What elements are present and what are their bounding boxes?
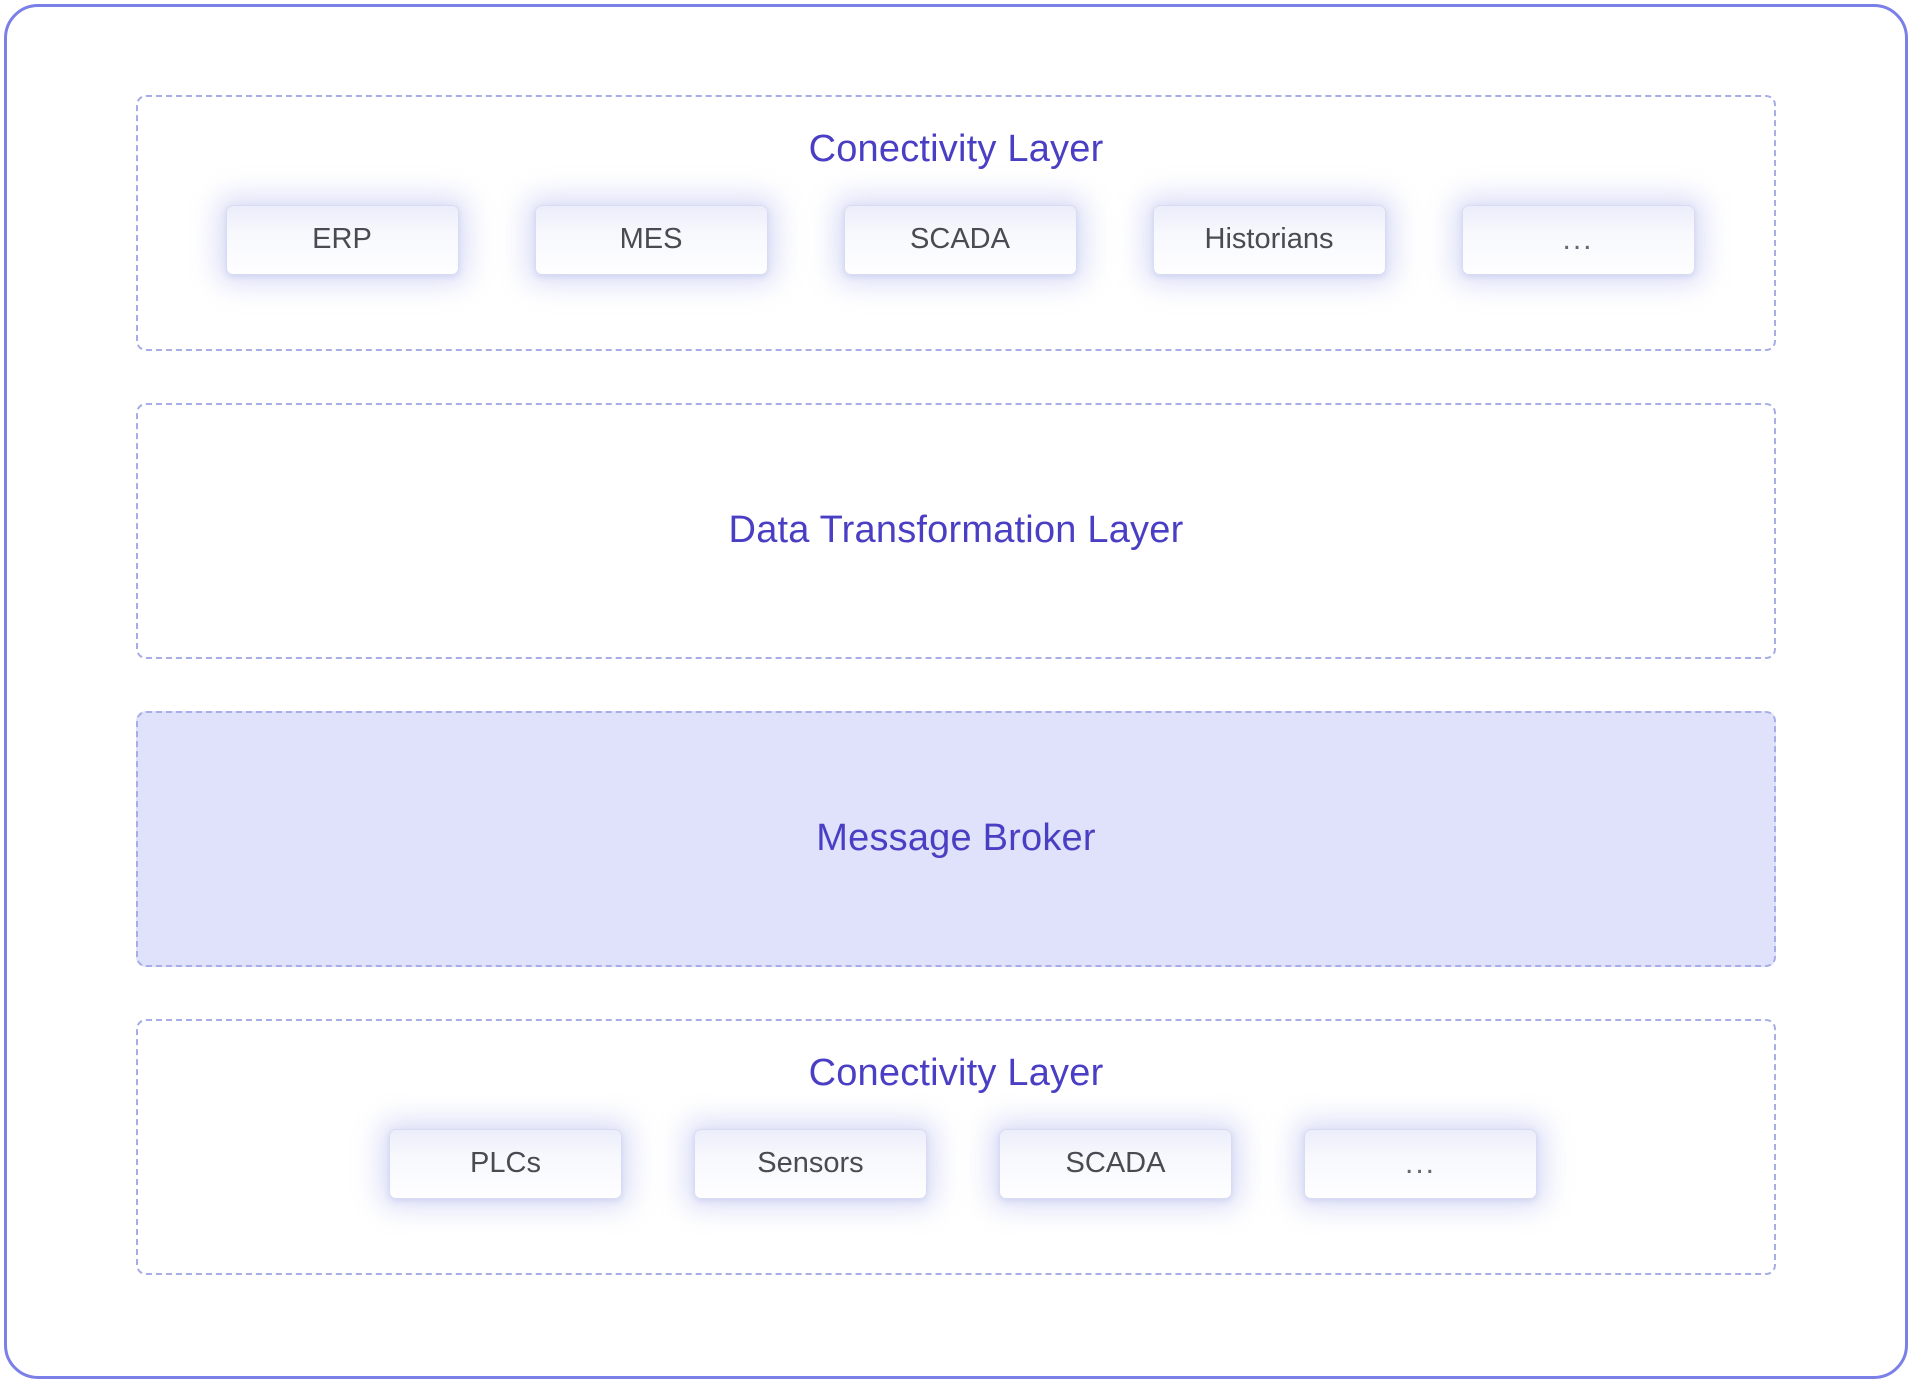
chip-label-more-bottom: ... (1404, 1146, 1436, 1180)
chip-more-bottom[interactable]: ... (1304, 1128, 1537, 1199)
chip-plcs[interactable]: PLCs (389, 1128, 622, 1199)
layer-panel-message-broker: Message Broker (136, 711, 1776, 967)
chip-mes[interactable]: MES (534, 204, 768, 275)
chip-label-more-top: ... (1562, 222, 1594, 256)
layer-panel-data-transformation: Data Transformation Layer (136, 403, 1776, 659)
layer-title-connectivity-top: Conectivity Layer (808, 128, 1104, 170)
chip-label-scada-top: SCADA (910, 223, 1010, 256)
chip-more-top[interactable]: ... (1461, 204, 1695, 275)
chip-historians[interactable]: Historians (1152, 204, 1386, 275)
chip-label-sensors: Sensors (757, 1147, 864, 1180)
layer-panel-connectivity-top: Conectivity Layer ERP MES SCADA Historia… (136, 95, 1776, 351)
chip-row-connectivity-top: ERP MES SCADA Historians ... (134, 204, 1778, 275)
chip-label-mes: MES (619, 223, 683, 256)
layer-title-data-transformation: Data Transformation Layer (728, 509, 1184, 552)
chip-label-erp: ERP (312, 223, 372, 256)
chip-scada-top[interactable]: SCADA (843, 204, 1077, 275)
chip-scada-bottom[interactable]: SCADA (999, 1128, 1232, 1199)
layer-panel-connectivity-bottom: Conectivity Layer PLCs Sensors SCADA ... (136, 1019, 1776, 1275)
layer-title-message-broker: Message Broker (816, 817, 1096, 860)
chip-label-plcs: PLCs (470, 1147, 541, 1180)
chip-row-connectivity-bottom: PLCs Sensors SCADA ... (131, 1128, 1781, 1199)
chip-sensors[interactable]: Sensors (694, 1128, 927, 1199)
architecture-diagram-card: Conectivity Layer ERP MES SCADA Historia… (4, 4, 1908, 1379)
chip-label-historians: Historians (1204, 223, 1334, 256)
chip-label-scada-bottom: SCADA (1065, 1147, 1166, 1180)
layer-title-connectivity-bottom: Conectivity Layer (808, 1052, 1104, 1094)
chip-erp[interactable]: ERP (225, 204, 459, 275)
